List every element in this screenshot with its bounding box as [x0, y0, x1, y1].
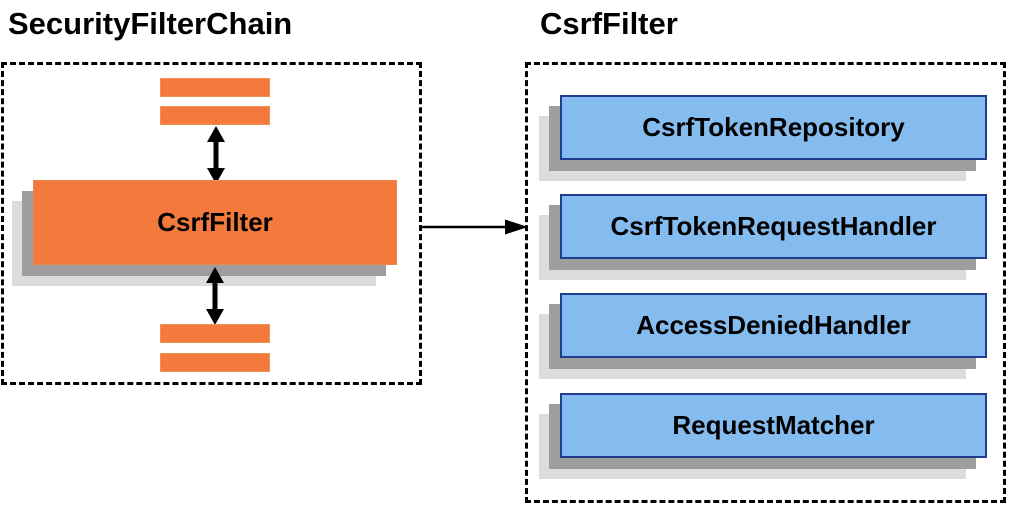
component-box-request-matcher: RequestMatcher: [560, 393, 987, 458]
component-label: CsrfTokenRequestHandler: [610, 211, 937, 241]
filter-placeholder-bar: [160, 78, 270, 97]
component-label: AccessDeniedHandler: [636, 310, 911, 340]
filter-placeholder-bar: [160, 106, 270, 125]
csrf-filter-node: CsrfFilter: [33, 180, 397, 265]
component-box-csrf-token-request-handler: CsrfTokenRequestHandler: [560, 194, 987, 259]
csrf-filter-title: CsrfFilter: [540, 6, 678, 41]
csrf-filter-container: CsrfTokenRepository CsrfTokenRequestHand…: [525, 62, 1006, 503]
component-box-csrf-token-repository: CsrfTokenRepository: [560, 95, 987, 160]
component-label: RequestMatcher: [672, 410, 875, 440]
filter-placeholder-bar: [160, 324, 270, 343]
bidirectional-arrow-icon: [207, 126, 225, 184]
bidirectional-arrow-icon: [206, 267, 224, 325]
component-box-access-denied-handler: AccessDeniedHandler: [560, 293, 987, 358]
security-filter-chain-container: CsrfFilter: [1, 62, 422, 385]
component-label: CsrfTokenRepository: [642, 112, 905, 142]
filter-placeholder-bar: [160, 353, 270, 372]
csrf-filter-node-label: CsrfFilter: [157, 207, 273, 237]
flow-arrow-icon: [422, 219, 528, 235]
security-filter-chain-title: SecurityFilterChain: [8, 6, 293, 41]
